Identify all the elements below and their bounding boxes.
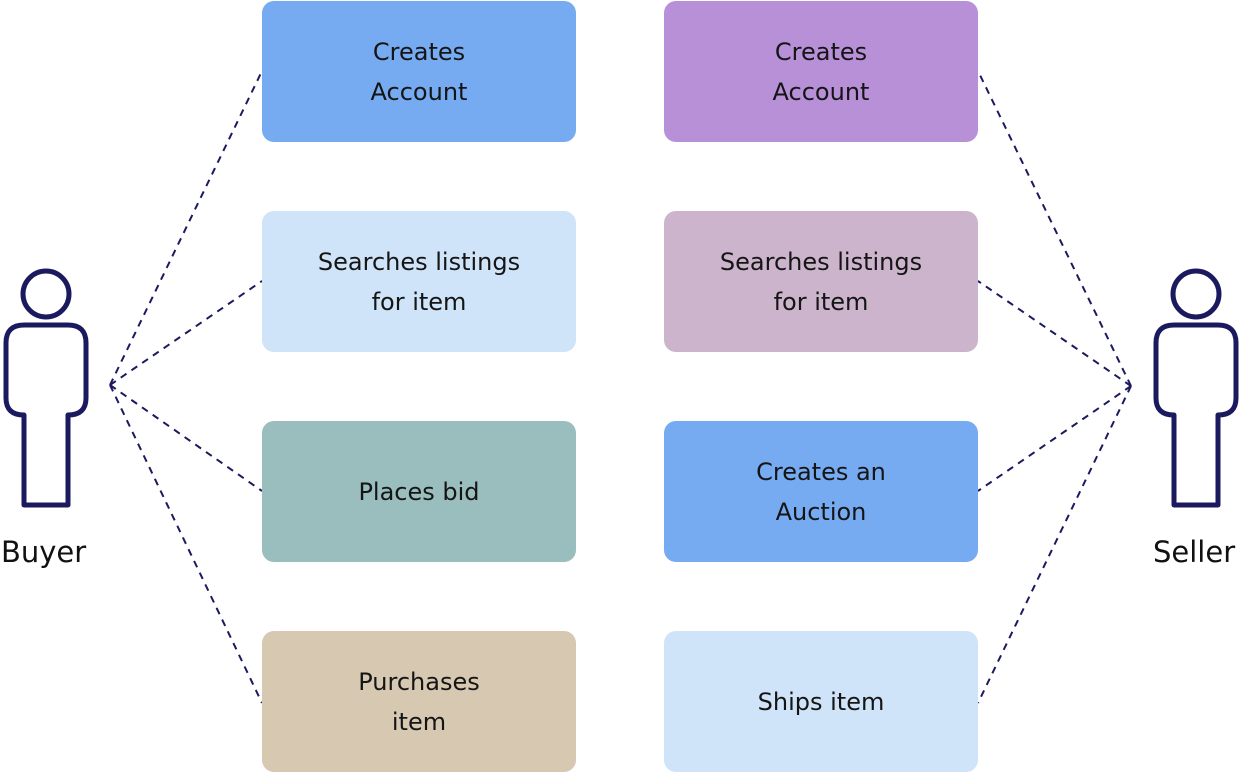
seller-association-line-4 [977,385,1132,704]
use-case-label: Creates Account [370,37,468,106]
seller-use-case-searches-listings: Searches listings for item [664,211,978,352]
seller-use-case-creates-account: Creates Account [664,1,978,142]
use-case-label: Searches listings for item [719,247,923,316]
buyer-association-line-4 [109,384,263,704]
seller-association-line-3 [977,385,1132,492]
buyer-use-case-searches-listings: Searches listings for item [262,211,576,352]
seller-use-case-creates-auction: Creates an Auction [664,421,978,562]
buyer-use-case-creates-account: Creates Account [262,1,576,142]
buyer-association-line-3 [109,384,263,492]
buyer-actor [0,268,92,510]
seller-use-case-ships-item: Ships item [664,631,978,772]
buyer-use-case-purchases-item: Purchases item [262,631,576,772]
use-case-label: Places bid [358,477,480,506]
buyer-person-icon [3,268,89,508]
use-case-label: Ships item [757,687,885,716]
seller-actor [1150,268,1239,510]
seller-person-icon [1153,268,1239,508]
seller-label: Seller [1153,535,1236,569]
seller-association-line-1 [977,70,1132,387]
use-case-label: Creates an Auction [756,457,886,526]
buyer-label: Buyer [1,535,87,569]
buyer-association-line-1 [109,70,263,386]
buyer-association-line-2 [109,280,263,386]
use-case-label: Purchases item [358,667,480,736]
buyer-use-case-places-bid: Places bid [262,421,576,562]
use-case-label: Searches listings for item [317,247,521,316]
seller-association-line-2 [977,280,1132,387]
use-case-label: Creates Account [772,37,870,106]
